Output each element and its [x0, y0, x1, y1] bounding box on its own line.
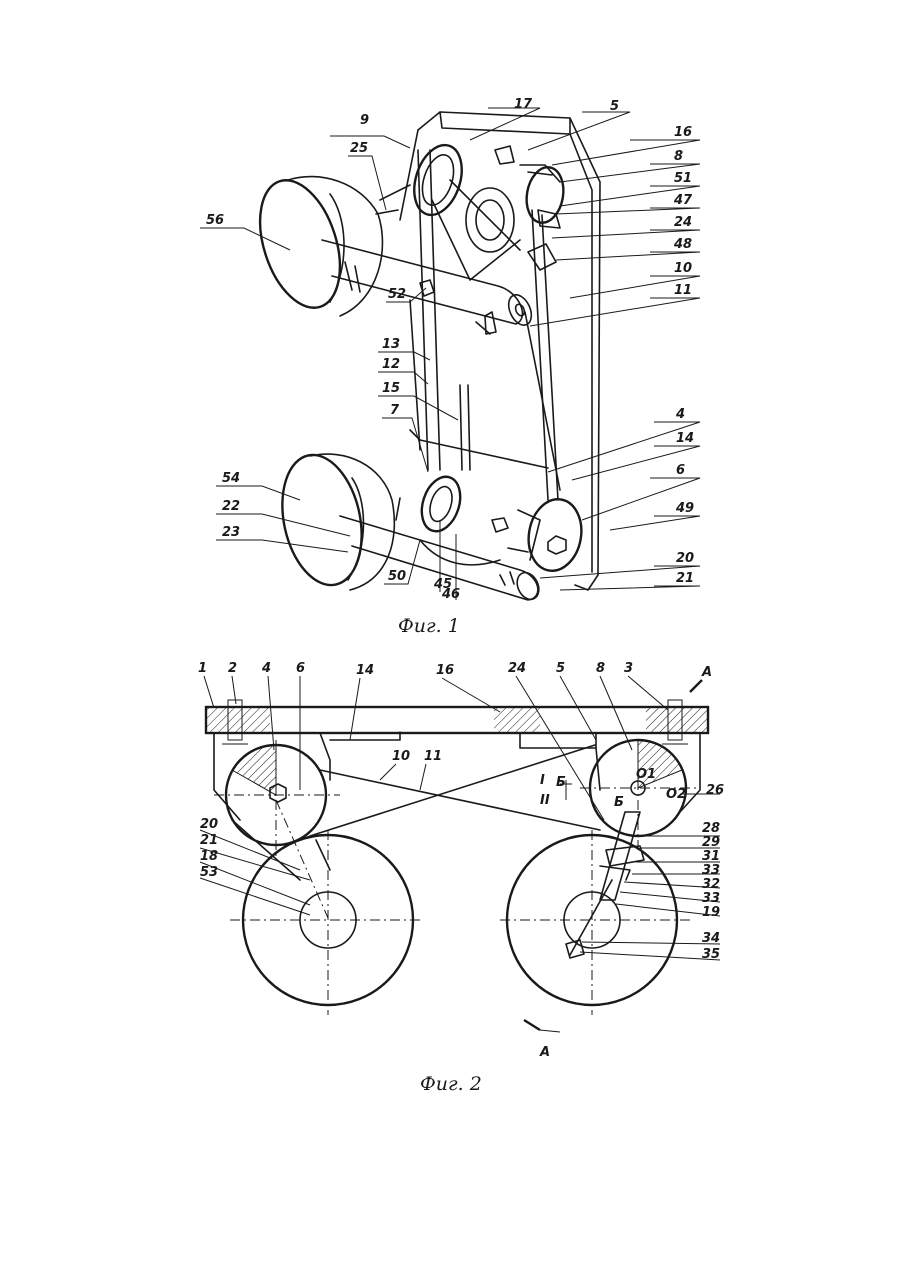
crossed-belts [232, 745, 600, 880]
label: 1 [198, 661, 207, 676]
figure-2: 1 2 4 6 14 16 24 5 8 3 A 10 11 I II Б Б … [198, 661, 724, 1095]
label: 17 [514, 97, 533, 112]
label: 13 [382, 337, 400, 352]
label: 16 [436, 663, 454, 678]
label: 14 [676, 431, 694, 446]
label: 22 [222, 499, 240, 514]
label: 5 [610, 99, 619, 114]
label: 33 [702, 891, 720, 906]
pulley-6 [523, 495, 587, 575]
label: 9 [360, 113, 369, 128]
label: 16 [674, 125, 692, 140]
label: 25 [350, 141, 368, 156]
label: 4 [675, 407, 685, 422]
label: 6 [296, 661, 305, 676]
label: 35 [702, 947, 720, 962]
label: I [540, 773, 545, 788]
label: 21 [676, 571, 694, 586]
label: 19 [702, 905, 720, 920]
label: 24 [674, 215, 692, 230]
label: 7 [390, 403, 400, 418]
label: 46 [441, 587, 460, 602]
label: 21 [200, 833, 218, 848]
caption-figure-2: Фиг. 2 [420, 1073, 482, 1095]
label: 10 [674, 261, 692, 276]
left-wheel [230, 800, 420, 1015]
pulley-17 [406, 139, 470, 221]
rod-15 [460, 385, 462, 470]
label: 4 [261, 661, 271, 676]
label: 15 [382, 381, 400, 396]
wheel-54-rim [310, 454, 394, 590]
label: 28 [702, 821, 720, 836]
caption-figure-1: Фиг. 1 [398, 615, 460, 637]
label: A [539, 1045, 550, 1060]
label: 47 [673, 193, 693, 208]
label: 32 [702, 877, 720, 892]
leaders-figure-2 [200, 676, 720, 960]
label: 14 [356, 663, 374, 678]
label: 33 [702, 863, 720, 878]
label: O2 [666, 787, 686, 802]
upper-pulleys [376, 139, 568, 270]
label: 49 [675, 501, 694, 516]
bolt [495, 146, 514, 164]
label: 24 [508, 661, 526, 676]
label: 48 [673, 237, 692, 252]
label: 34 [702, 931, 720, 946]
labels-figure-1: 9 17 5 16 8 51 47 24 48 10 11 25 56 52 1… [206, 97, 694, 602]
label: 53 [200, 865, 218, 880]
label: 12 [382, 357, 400, 372]
label: 20 [200, 817, 218, 832]
label: 56 [206, 213, 224, 228]
label: 5 [556, 661, 565, 676]
label: 29 [702, 835, 720, 850]
label: O1 [636, 767, 656, 782]
label: 26 [706, 783, 724, 798]
label: 50 [388, 569, 406, 584]
label: 10 [392, 749, 410, 764]
right-wheel [500, 812, 690, 1015]
label: 54 [222, 471, 240, 486]
top-plate [206, 700, 708, 744]
label: 11 [674, 283, 692, 298]
label: A [701, 665, 712, 680]
label: 31 [702, 849, 720, 864]
lower-wheel-assembly [271, 448, 587, 603]
label: 51 [674, 171, 692, 186]
pulley-7 [415, 472, 467, 536]
figure-1: 9 17 5 16 8 51 47 24 48 10 11 25 56 52 1… [200, 97, 700, 637]
label: Б [614, 795, 624, 810]
label: 11 [424, 749, 442, 764]
label: II [540, 793, 550, 808]
label: 8 [596, 661, 605, 676]
label: 8 [674, 149, 683, 164]
label: Б [556, 775, 566, 790]
wheel-56-rim [288, 177, 382, 316]
leaders-figure-1 [200, 108, 700, 600]
label: 23 [222, 525, 240, 540]
label: 52 [388, 287, 406, 302]
label: 20 [676, 551, 694, 566]
label: 6 [676, 463, 685, 478]
label: 2 [228, 661, 237, 676]
label: 18 [200, 849, 218, 864]
nut [548, 536, 566, 554]
label: 3 [624, 661, 633, 676]
left-pulley [214, 740, 340, 860]
